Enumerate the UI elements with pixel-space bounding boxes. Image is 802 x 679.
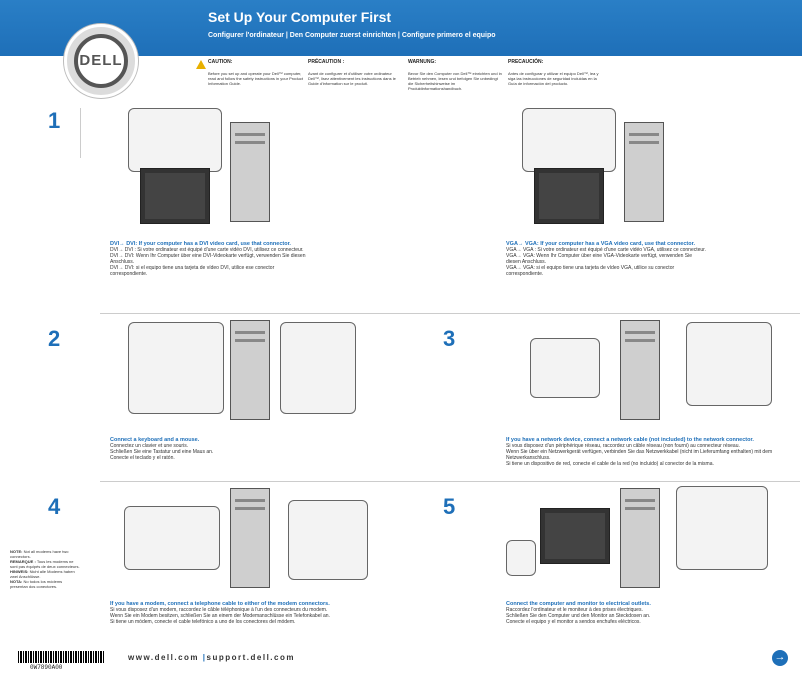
tower-illustration xyxy=(620,320,660,420)
url-separator: | xyxy=(202,653,207,662)
warning-heading: PRÉCAUTION : xyxy=(308,59,345,65)
caption-modem: If you have a modem, connect a telephone… xyxy=(110,601,380,625)
caption-keyboard: Connect a keyboard and a mouse. Connecte… xyxy=(110,437,310,461)
modem-note: NOTE: Not all modems have two connectors… xyxy=(10,549,80,589)
monitor-illustration xyxy=(534,168,604,224)
warning-es: PRECAUCIÓN: Antes de configurar y utiliz… xyxy=(508,59,604,87)
part-number: 0W7890A00 xyxy=(30,664,63,671)
monitor-illustration xyxy=(140,168,210,224)
step-number-4: 4 xyxy=(48,494,61,519)
page-subtitle: Configurer l'ordinateur | Den Computer z… xyxy=(208,32,496,39)
barcode xyxy=(18,651,104,663)
warning-text: Antes de configurar y utilizar el equipo… xyxy=(508,71,599,86)
caption-title: VGA→ VGA: If your computer has a VGA vid… xyxy=(506,241,695,247)
caption-title: If you have a network device, connect a … xyxy=(506,437,754,443)
outlet-callout xyxy=(506,540,536,576)
divider xyxy=(80,108,81,158)
dvi-connector-callout xyxy=(128,108,222,172)
warning-heading: WARNUNG: xyxy=(408,59,437,65)
warning-en: CAUTION: Before you set up and operate y… xyxy=(208,59,304,87)
step-number-5: 5 xyxy=(443,494,456,519)
keyboard-callout xyxy=(128,322,224,414)
page-title: Set Up Your Computer First xyxy=(208,9,392,25)
power-connector-callout xyxy=(676,486,768,570)
step-number-2: 2 xyxy=(48,326,61,351)
warning-text: Bevor Sie den Computer von Dell™ einrich… xyxy=(408,71,502,91)
network-connector-callout xyxy=(686,322,772,406)
tower-illustration xyxy=(230,488,270,588)
divider xyxy=(100,313,800,314)
dell-url[interactable]: www.dell.com xyxy=(128,653,200,662)
caption-vga: VGA→ VGA: If your computer has a VGA vid… xyxy=(506,241,706,277)
warning-text: Before you set up and operate your Dell™… xyxy=(208,71,303,86)
tower-illustration xyxy=(230,320,270,420)
caption-dvi: DVI→ DVI: If your computer has a DVI vid… xyxy=(110,241,310,277)
warning-fr: PRÉCAUTION : Avant de configurer et d'ut… xyxy=(308,59,404,87)
dell-logo: DELL xyxy=(74,34,128,88)
warning-heading: CAUTION: xyxy=(208,59,233,65)
warning-text: Avant de configurer et d'utiliser votre … xyxy=(308,71,396,86)
monitor-illustration xyxy=(540,508,610,564)
footer-urls: www.dell.com |support.dell.com xyxy=(128,653,295,662)
warning-heading: PRECAUCIÓN: xyxy=(508,59,544,65)
phone-jack-callout xyxy=(124,506,220,570)
divider xyxy=(100,481,800,482)
tower-illustration xyxy=(230,122,270,222)
caption-network: If you have a network device, connect a … xyxy=(506,437,776,467)
caution-icon xyxy=(196,60,206,69)
tower-illustration xyxy=(624,122,664,222)
caption-title: If you have a modem, connect a telephone… xyxy=(110,601,330,607)
modem-connector-callout xyxy=(288,500,368,580)
network-device-callout xyxy=(530,338,600,398)
tower-illustration xyxy=(620,488,660,588)
vga-connector-callout xyxy=(522,108,616,172)
caption-title: Connect the computer and monitor to elec… xyxy=(506,601,651,607)
step-number-3: 3 xyxy=(443,326,456,351)
caption-title: DVI→ DVI: If your computer has a DVI vid… xyxy=(110,241,291,247)
caption-title: Connect a keyboard and a mouse. xyxy=(110,437,200,443)
warning-de: WARNUNG: Bevor Sie den Computer von Dell… xyxy=(408,59,504,92)
support-url[interactable]: support.dell.com xyxy=(206,653,295,662)
step-number-1: 1 xyxy=(48,108,61,133)
mouse-callout xyxy=(280,322,356,414)
next-arrow-icon[interactable]: → xyxy=(772,650,788,666)
caption-power: Connect the computer and monitor to elec… xyxy=(506,601,736,625)
